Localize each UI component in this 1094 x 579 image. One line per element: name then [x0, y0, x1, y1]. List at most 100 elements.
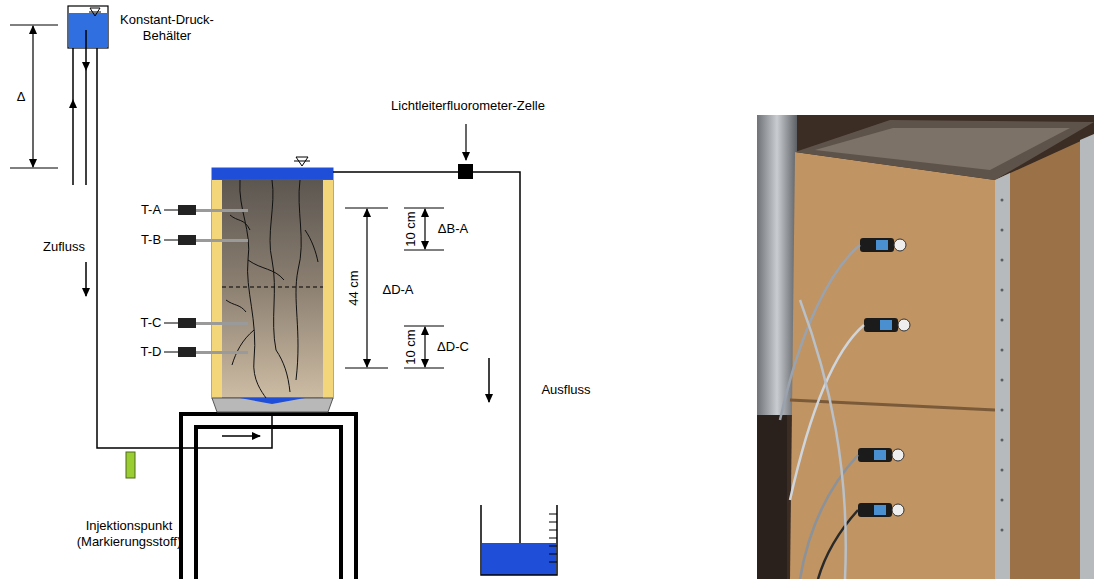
ponded-water — [212, 168, 333, 179]
dimension-label: ΔB-A — [438, 221, 468, 237]
stand — [196, 427, 341, 579]
sensor-body — [864, 318, 898, 332]
sensors — [164, 205, 248, 357]
reservoir-water — [69, 13, 108, 47]
distributor — [240, 398, 305, 404]
perforation — [1001, 199, 1004, 532]
sensor-body — [860, 238, 894, 252]
dimension-tick — [404, 208, 444, 209]
dimension-tick — [404, 326, 444, 327]
sensor-label: T-C — [141, 315, 162, 331]
photo — [757, 115, 1094, 579]
dimension-label: 10 cm — [403, 211, 419, 246]
flow-arrow — [488, 358, 490, 402]
dimension-line — [424, 327, 425, 347]
dimension-line — [424, 347, 425, 367]
component-label: Konstant-Druck-Behälter — [108, 12, 226, 44]
dimension-line — [424, 209, 425, 229]
shadow — [757, 415, 787, 579]
sensor-band — [880, 320, 892, 330]
sensor-port — [898, 319, 910, 331]
sensor-rod — [196, 209, 248, 212]
overflow-pipe — [72, 48, 74, 100]
dimension-line — [32, 26, 33, 96]
water-level-symbol — [90, 8, 100, 16]
supply-pipe — [85, 70, 87, 185]
metal-strip — [1080, 134, 1094, 579]
sensor-cable — [164, 323, 178, 324]
outflow-pipe — [333, 172, 520, 546]
sensor-label: T-A — [141, 202, 161, 218]
dimension-label: ΔD-A — [382, 282, 413, 298]
flow-label: Zufluss — [43, 239, 85, 255]
dimension-label: Δ — [17, 89, 26, 105]
photo-background — [757, 115, 1094, 579]
sensor-body — [858, 448, 892, 462]
beaker-water — [482, 543, 556, 575]
sensor-band — [874, 505, 886, 515]
sensor-rod — [196, 239, 248, 242]
reservoir — [68, 6, 108, 48]
dimension-tick — [404, 250, 444, 251]
dimension-label: ΔD-C — [437, 339, 469, 355]
sensor-cable — [164, 240, 178, 241]
soil-surface — [815, 128, 1070, 170]
sensor-port — [894, 239, 906, 251]
overflow-arrow — [72, 100, 74, 185]
box-seam — [790, 400, 995, 410]
sensor-head — [178, 205, 196, 215]
dimension-tick — [10, 25, 58, 26]
dimension-label: 44 cm — [346, 270, 362, 305]
sensor-port — [892, 504, 904, 516]
stand — [181, 414, 356, 579]
sensor-head — [178, 235, 196, 245]
flow-arrow — [222, 435, 260, 437]
layer-boundary — [222, 287, 323, 288]
sensor-rod — [196, 322, 248, 325]
photo-sensors — [858, 238, 910, 517]
sensor-port — [892, 449, 904, 461]
metal-strip — [995, 173, 1010, 579]
flow-label: Ausfluss — [541, 382, 590, 398]
sensor-head — [178, 318, 196, 328]
box-top — [795, 120, 1094, 180]
leader-arrow — [465, 124, 466, 160]
component-label: Lichtleiterfluorometer-Zelle — [386, 98, 551, 114]
sensor-cable — [164, 210, 178, 211]
sensor-label: T-B — [141, 232, 161, 248]
dimension-line — [366, 209, 367, 288]
dimension-tick — [345, 208, 388, 209]
dimension-label: 10 cm — [403, 329, 419, 364]
column-base — [212, 398, 333, 412]
dimension-tick — [404, 368, 444, 369]
sensor-cable — [164, 352, 178, 353]
sensor-band — [876, 240, 888, 250]
sensor-body — [858, 503, 892, 517]
dimension-tick — [10, 168, 58, 169]
water-level-line — [294, 161, 310, 162]
dimension-line — [424, 229, 425, 249]
metal-drum — [757, 115, 797, 415]
water-level-line — [89, 12, 101, 13]
box-side — [995, 135, 1094, 579]
sensor-head — [178, 347, 196, 357]
component-label: Injektionspunkt (Markierungsstoff) — [65, 518, 193, 550]
injection-port — [126, 452, 135, 478]
flow-arrow — [85, 262, 87, 296]
dimension-tick — [345, 368, 388, 369]
sensor-label: T-D — [141, 344, 162, 360]
sensor-rod — [196, 351, 248, 354]
column-wall — [323, 180, 333, 398]
column-wall — [212, 180, 222, 398]
inflow-arrow — [85, 30, 87, 70]
fluorometer-cell — [458, 164, 473, 179]
cracks — [226, 180, 318, 398]
box-front — [790, 152, 995, 579]
dimension-line — [32, 96, 33, 167]
beaker — [481, 505, 557, 575]
dimension-line — [366, 288, 367, 367]
soil-column — [212, 168, 333, 398]
sensor-band — [874, 450, 886, 460]
